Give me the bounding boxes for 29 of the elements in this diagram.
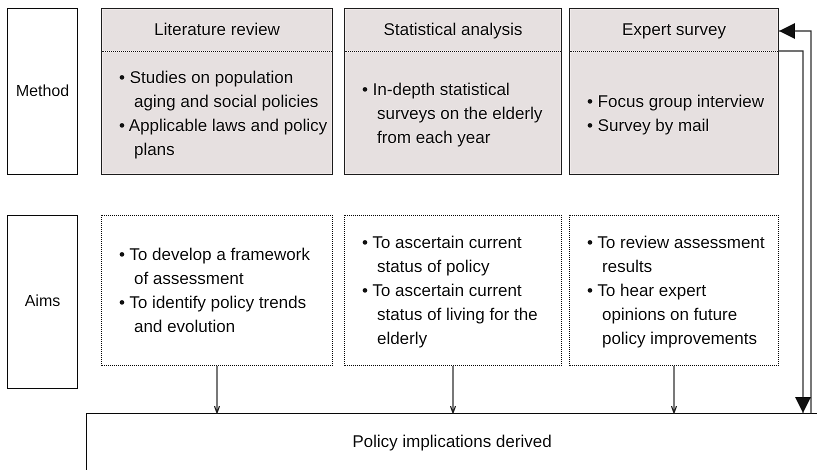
bullet-item: • Survey by mail <box>586 114 710 136</box>
result-box <box>86 413 817 470</box>
arrow <box>670 366 678 414</box>
aims-box <box>344 215 562 366</box>
arrow <box>214 366 220 414</box>
bullet-item: • Studies on population aging and social policies <box>118 66 320 112</box>
method-box <box>344 8 562 175</box>
bullet-item: • To develop a framework of assessment <box>118 244 311 290</box>
aims-box <box>569 215 779 366</box>
row-label <box>7 8 78 175</box>
bullet-item: • In-depth statistical surveys on the elderly from each year <box>361 78 544 148</box>
bullet-item: • Focus group interview <box>586 90 765 112</box>
arrow <box>450 366 456 414</box>
method-box <box>569 8 779 175</box>
bullet-item: • To hear expert opinions on future policy improvements <box>586 280 758 350</box>
row-label-text: Aims <box>24 293 60 311</box>
bullet-item: • To review assessment results <box>586 232 766 278</box>
row-label-text: Method <box>16 82 70 100</box>
column-heading: Literature review <box>102 9 332 52</box>
bullet-item: • To identify policy trends and evolution <box>118 292 308 338</box>
column-heading: Expert survey <box>570 9 778 52</box>
bullet-item: • Applicable laws and policy plans <box>118 114 328 160</box>
method-box <box>101 8 333 175</box>
aims-box <box>101 215 333 366</box>
result-text: Policy implications derived <box>351 432 553 452</box>
bullet-item: • To ascertain current status of policy <box>361 232 523 278</box>
row-label <box>7 215 78 389</box>
bullet-item: • To ascertain current status of living for the elderly <box>361 280 539 350</box>
column-heading: Statistical analysis <box>345 9 561 52</box>
